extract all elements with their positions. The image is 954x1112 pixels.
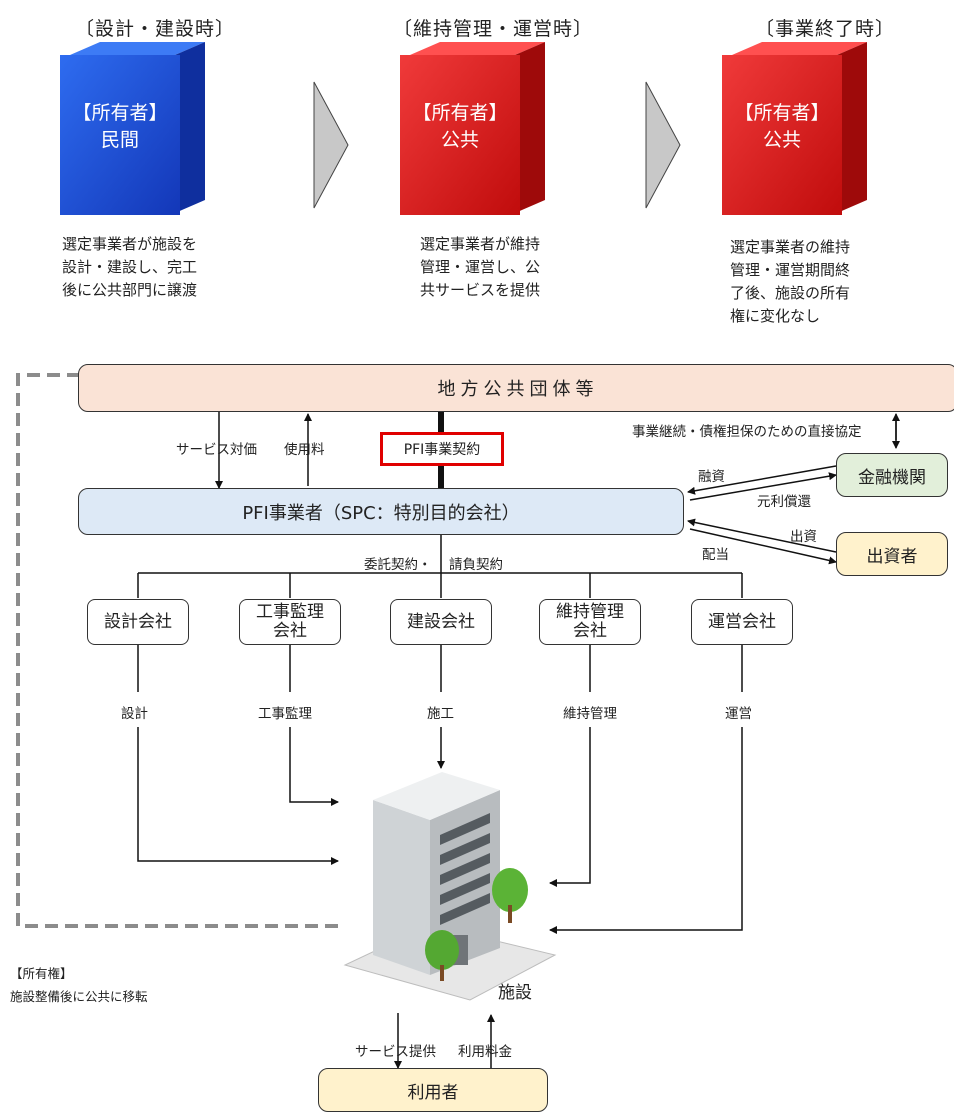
- ownership-note: 施設整備後に公共に移転: [10, 989, 148, 1004]
- service-fee-label: サービス対価: [176, 442, 257, 458]
- cube-2-text: 【所有者】 公共: [412, 102, 508, 151]
- local-government-box: 地方公共団体等: [78, 364, 954, 412]
- ownership-title: 【所有権】: [10, 966, 73, 981]
- public-owner-cube-1: [400, 42, 545, 215]
- stage-arrow-1: [313, 81, 349, 209]
- stage-2-title: 〔維持管理・運営時〕: [392, 18, 593, 40]
- task-design: 設計: [121, 706, 148, 722]
- task-operation: 運営: [725, 706, 752, 722]
- investor-box: 出資者: [836, 532, 948, 576]
- stage-1-title: 〔設計・建設時〕: [74, 18, 235, 40]
- task-maintenance: 維持管理: [563, 706, 617, 722]
- usage-fee-label: 使用料: [284, 442, 325, 458]
- task-supervision: 工事監理: [258, 706, 312, 722]
- direct-agreement-label: 事業継続・債権担保のための直接協定: [632, 424, 862, 440]
- user-fee-label: 利用料金: [458, 1044, 512, 1060]
- investment-label: 出資: [790, 529, 817, 545]
- stage-arrow-2: [645, 81, 681, 209]
- cube-1-text: 【所有者】 民間: [72, 102, 168, 151]
- operation-company: 運営会社: [691, 599, 793, 645]
- consign-contract-label: 委託契約・: [364, 557, 432, 573]
- spc-box: PFI事業者（SPC：特別目的会社）: [78, 488, 684, 535]
- facility-building: [343, 772, 557, 1001]
- stage-cubes: [60, 42, 867, 215]
- user-box: 利用者: [318, 1068, 548, 1112]
- work-contract-label: 請負契約: [449, 557, 503, 573]
- facility-label: 施設: [498, 983, 532, 1003]
- stage-3-description: 選定事業者の維持 管理・運営期間終 了後、施設の所有 権に変化なし: [730, 238, 851, 325]
- stage-3-title: 〔事業終了時〕: [754, 18, 895, 40]
- financial-institution-box: 金融機関: [836, 453, 948, 497]
- design-company: 設計会社: [87, 599, 189, 645]
- stage-2-description: 選定事業者が維持 管理・運営し、公 共サービスを提供: [420, 235, 541, 299]
- service-provision-label: サービス提供: [355, 1044, 436, 1060]
- stage-1-description: 選定事業者が施設を 設計・建設し、完工 後に公共部門に譲渡: [62, 235, 198, 299]
- pfi-contract-label: PFI事業契約: [380, 432, 504, 466]
- private-owner-cube: [60, 42, 205, 215]
- loan-label: 融資: [698, 469, 725, 485]
- dividend-label: 配当: [702, 547, 729, 563]
- maintenance-company: 維持管理 会社: [539, 599, 641, 645]
- cube-3-text: 【所有者】 公共: [734, 102, 830, 151]
- repayment-label: 元利償還: [757, 494, 811, 510]
- public-owner-cube-2: [722, 42, 867, 215]
- construction-company: 建設会社: [390, 599, 492, 645]
- supervision-company: 工事監理 会社: [239, 599, 341, 645]
- task-construction: 施工: [427, 706, 454, 722]
